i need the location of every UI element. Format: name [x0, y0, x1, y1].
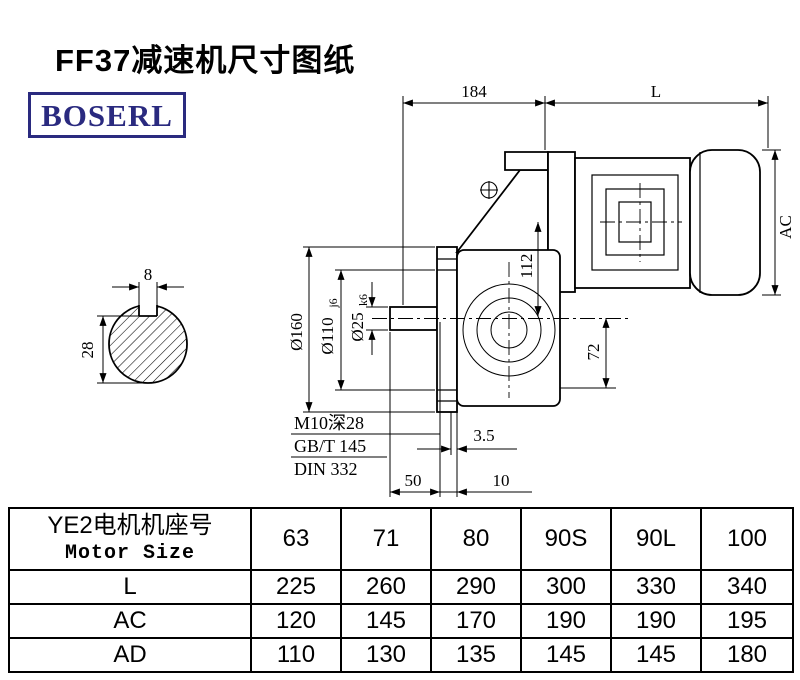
page-title: FF37减速机尺寸图纸 — [55, 42, 356, 78]
table-row-AC: AC 120 145 170 190 190 195 — [8, 603, 794, 639]
table-cell: 145 — [520, 637, 612, 673]
dim-28: 28 — [78, 342, 97, 359]
table-cell: 145 — [340, 603, 432, 639]
table-col-header: 90L — [610, 507, 702, 571]
table-header-cn: YE2电机机座号 — [47, 512, 213, 539]
table-col-header: 71 — [340, 507, 432, 571]
table-cell: 180 — [700, 637, 794, 673]
table-row-label: AD — [8, 637, 252, 673]
table-row-AD: AD 110 130 135 145 145 180 — [8, 637, 794, 673]
gearbox-housing — [455, 151, 576, 407]
table-col-header: 63 — [250, 507, 342, 571]
fan-cover — [689, 149, 761, 296]
table-cell: 190 — [610, 603, 702, 639]
dim-AC: AC — [776, 215, 795, 239]
table-cell: 130 — [340, 637, 432, 673]
output-flange — [436, 246, 458, 413]
note-m10-depth: M10深28 — [294, 413, 364, 433]
dimension-lines — [97, 96, 781, 497]
table-col-header: 100 — [700, 507, 794, 571]
table-cell: 330 — [610, 569, 702, 605]
table-cell: 260 — [340, 569, 432, 605]
note-gbt-145: GB/T 145 — [294, 436, 366, 456]
motor-size-table: YE2电机机座号 Motor Size 63 71 80 90S 90L 100… — [8, 507, 794, 673]
dim-diameter-160: Ø160 — [287, 313, 306, 351]
table-cell: 195 — [700, 603, 794, 639]
dim-72: 72 — [584, 344, 603, 361]
table-cell: 170 — [430, 603, 522, 639]
shaft-section-view — [108, 296, 188, 384]
dim-10: 10 — [493, 471, 510, 490]
dim-112: 112 — [517, 254, 536, 279]
brand-logo: BOSERL — [28, 92, 186, 138]
table-col-header: 80 — [430, 507, 522, 571]
motor — [574, 149, 761, 296]
note-din-332: DIN 332 — [294, 459, 358, 479]
table-cell: 110 — [250, 637, 342, 673]
dim-diameter-25-tolerance: k6 — [356, 294, 370, 306]
table-row-label: AC — [8, 603, 252, 639]
dim-diameter-110: Ø110 — [318, 317, 337, 354]
centerlines — [372, 183, 682, 398]
table-cell: 120 — [250, 603, 342, 639]
dim-L: L — [651, 82, 661, 101]
eyebolt-hole — [480, 181, 498, 199]
table-cell: 135 — [430, 637, 522, 673]
table-row-L: L 225 260 290 300 330 340 — [8, 569, 794, 605]
table-col-header: 90S — [520, 507, 612, 571]
table-cell: 290 — [430, 569, 522, 605]
technical-drawing: 184 L AC 112 72 Ø160 Ø110 j6 Ø25 k6 8 28… — [78, 82, 795, 497]
dim-50: 50 — [405, 471, 422, 490]
table-row-label: L — [8, 569, 252, 605]
dim-3-5: 3.5 — [473, 426, 494, 445]
dim-diameter-110-tolerance: j6 — [326, 298, 340, 308]
dim-184: 184 — [461, 82, 487, 101]
table-cell: 145 — [610, 637, 702, 673]
table-cell: 225 — [250, 569, 342, 605]
table-cell: 190 — [520, 603, 612, 639]
table-cell: 340 — [700, 569, 794, 605]
table-header-motor-size: YE2电机机座号 Motor Size — [8, 507, 252, 571]
brand-logo-text: BOSERL — [41, 97, 173, 133]
table-cell: 300 — [520, 569, 612, 605]
table-header-en: Motor Size — [64, 542, 196, 565]
dim-8: 8 — [144, 265, 153, 284]
dim-diameter-25: Ø25 — [348, 312, 367, 341]
